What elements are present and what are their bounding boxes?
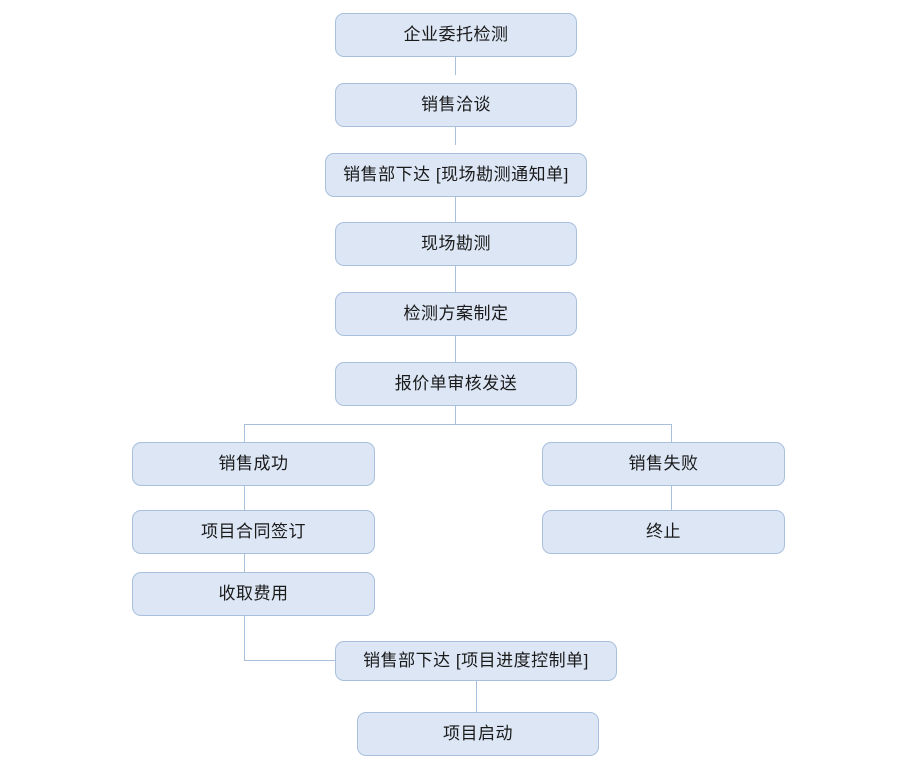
edge-n2-n3: [455, 126, 456, 145]
edge-n11-n12-vertical: [244, 615, 245, 661]
edge-n5-n6: [455, 336, 456, 362]
node-collect-fees[interactable]: 收取费用: [132, 572, 375, 616]
edge-n1-n2: [455, 56, 456, 75]
edge-n7-n9: [244, 485, 245, 511]
node-sales-negotiation[interactable]: 销售洽谈: [335, 83, 577, 127]
edge-n4-n5: [455, 266, 456, 292]
node-sales-dept-site-survey-notice[interactable]: 销售部下达 [现场勘测通知单]: [325, 153, 587, 197]
edge-branch-left-drop: [244, 424, 245, 443]
edge-branch-right-drop: [671, 424, 672, 443]
edge-n12-n13: [476, 680, 477, 713]
node-test-plan-formulation[interactable]: 检测方案制定: [335, 292, 577, 336]
node-enterprise-commission-test[interactable]: 企业委托检测: [335, 13, 577, 57]
node-project-contract-signing[interactable]: 项目合同签订: [132, 510, 375, 554]
node-site-survey[interactable]: 现场勘测: [335, 222, 577, 266]
edge-branch-bar: [244, 424, 672, 425]
edge-n3-n4: [455, 196, 456, 222]
node-project-startup[interactable]: 项目启动: [357, 712, 599, 756]
node-sales-success[interactable]: 销售成功: [132, 442, 375, 486]
edge-n11-n12-horizontal: [244, 660, 336, 661]
edge-n6-branch-stem: [455, 405, 456, 425]
edge-n8-n10: [671, 485, 672, 511]
node-terminate[interactable]: 终止: [542, 510, 785, 554]
node-sales-failure[interactable]: 销售失败: [542, 442, 785, 486]
node-quotation-review-send[interactable]: 报价单审核发送: [335, 362, 577, 406]
edge-n9-n11: [244, 553, 245, 573]
node-sales-dept-project-progress-control[interactable]: 销售部下达 [项目进度控制单]: [335, 641, 617, 681]
